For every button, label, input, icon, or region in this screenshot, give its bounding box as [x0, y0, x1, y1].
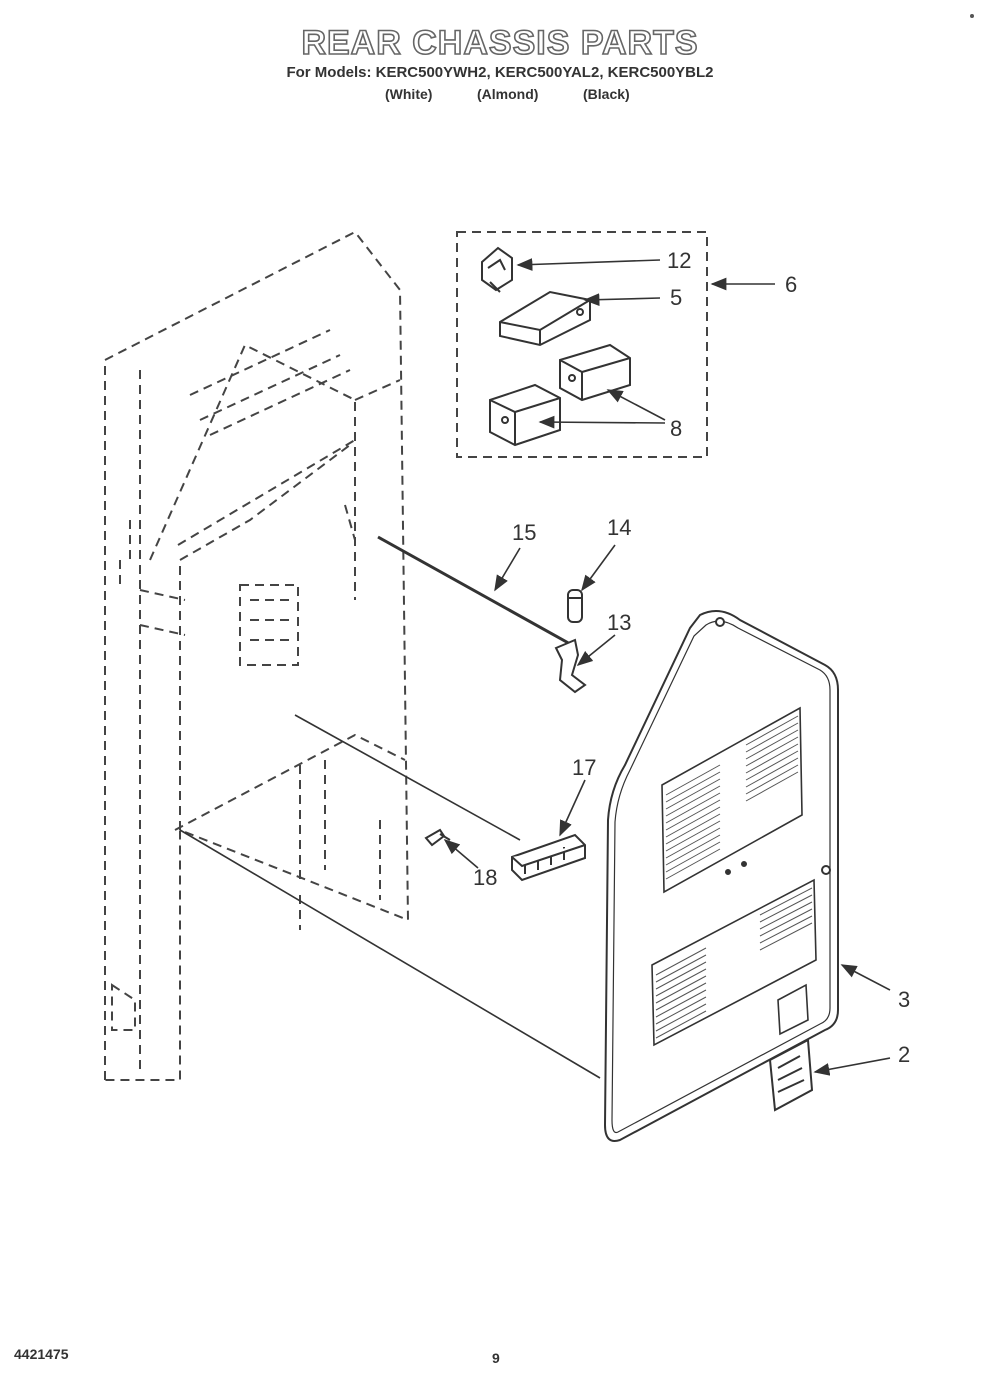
leader-2: [813, 1057, 891, 1076]
callout-18: 18: [473, 865, 497, 890]
color-almond: (Almond): [477, 86, 539, 102]
oven-chassis-phantom: [104, 230, 410, 1081]
callout-5: 5: [670, 285, 682, 310]
leader-12: [516, 258, 661, 271]
callout-3: 3: [898, 987, 910, 1012]
part-2-bracket: [768, 1038, 814, 1112]
leader-18: [443, 838, 479, 869]
color-white: (White): [385, 86, 433, 102]
callout-15: 15: [512, 520, 536, 545]
kit-box-part-6: [456, 231, 708, 458]
callout-12: 12: [667, 248, 691, 273]
leader-13: [576, 634, 616, 667]
part-15-rod: [377, 535, 573, 647]
leader-8a: [606, 389, 666, 421]
callout-6: 6: [785, 272, 797, 297]
color-black: (Black): [583, 86, 630, 102]
part-5-bracket: [499, 290, 591, 347]
part-13-hinge: [554, 638, 587, 694]
part-12-clip: [481, 246, 513, 293]
alignment-line-lower: [179, 829, 601, 1079]
leader-14: [581, 544, 616, 592]
callout-13: 13: [607, 610, 631, 635]
corner-mark: [970, 14, 974, 18]
leader-17: [559, 779, 586, 837]
page-title: REAR CHASSIS PARTS: [301, 23, 699, 63]
part-8-block-upper: [559, 343, 631, 402]
callout-17: 17: [572, 755, 596, 780]
part-8-block-lower: [489, 383, 561, 447]
callout-8: 8: [670, 416, 682, 441]
part-17-terminal-block: [511, 833, 586, 882]
leader-3: [840, 964, 891, 991]
leader-8b: [538, 415, 666, 429]
leader-5: [583, 293, 661, 307]
part-14-pin: [567, 589, 583, 623]
alignment-line-mid: [294, 714, 521, 841]
vent-slats: [655, 715, 813, 1039]
part-18-screw: [424, 828, 451, 847]
models-line: For Models: KERC500YWH2, KERC500YAL2, KE…: [286, 64, 714, 81]
leader-15: [494, 547, 521, 592]
callout-14: 14: [607, 515, 631, 540]
document-number: 4421475: [14, 1346, 69, 1362]
page-number: 9: [492, 1350, 500, 1366]
callout-2: 2: [898, 1042, 910, 1067]
